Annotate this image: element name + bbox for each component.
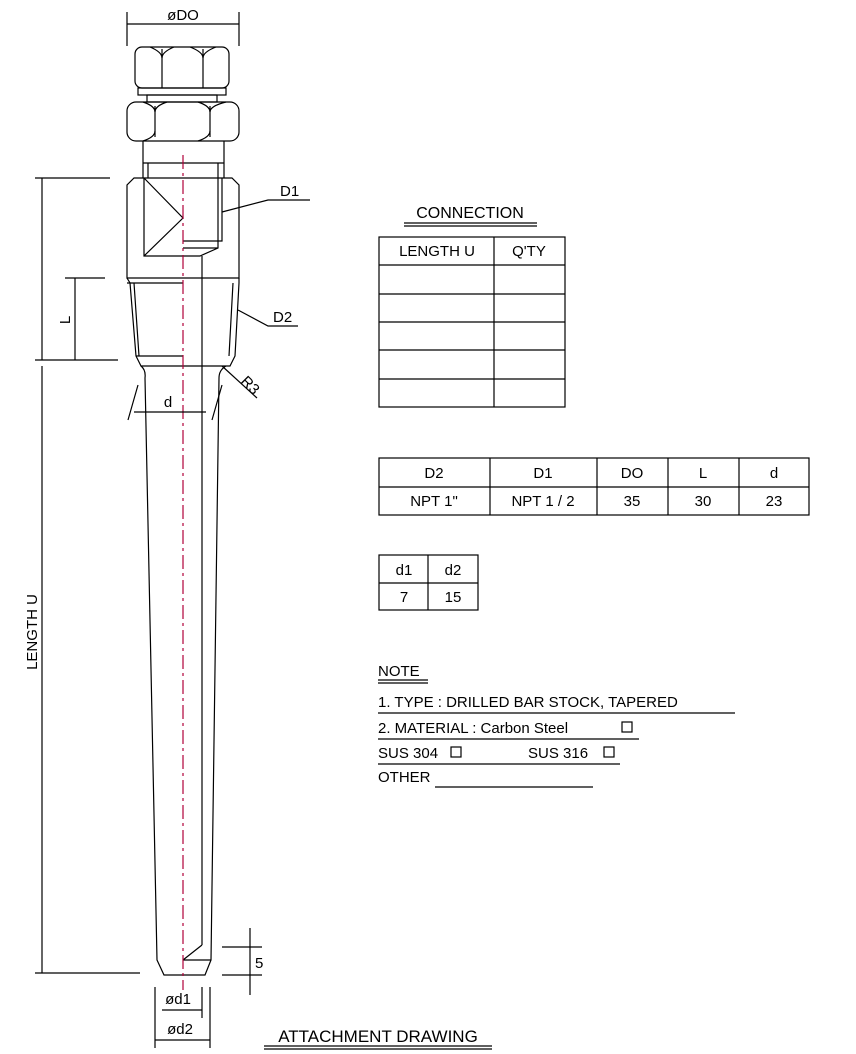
d1-leader-label: D1: [280, 183, 299, 200]
bore-value-d1: 7: [400, 589, 408, 606]
spec-header-d: d: [770, 465, 778, 482]
spec-header-do: DO: [621, 465, 644, 482]
spec-header-d1: D1: [533, 465, 552, 482]
note-type: 1. TYPE : DRILLED BAR STOCK, TAPERED: [378, 694, 678, 711]
length-dimensions: L LENGTH U: [24, 177, 140, 974]
l-label: L: [57, 316, 74, 324]
tip-dimensions: 5 ød1 ød2: [154, 928, 263, 1048]
d2-leader-label: D2: [273, 309, 292, 326]
spec-value-do: 35: [624, 493, 641, 510]
body: [126, 177, 240, 976]
tip-length-label: 5: [255, 955, 263, 972]
drawing-title: ATTACHMENT DRAWING: [278, 1027, 478, 1046]
length-u-label: LENGTH U: [24, 594, 41, 670]
spec-value-d1: NPT 1 / 2: [511, 493, 574, 510]
sus316-checkbox[interactable]: [603, 746, 615, 758]
note-title: NOTE: [378, 663, 420, 680]
connection-header-qty: Q'TY: [512, 243, 546, 260]
do-dimension: øDO: [126, 7, 240, 46]
spec-header-d2: D2: [424, 465, 443, 482]
connection-table: CONNECTION LENGTH U Q'TY: [378, 205, 566, 408]
spec-value-d2: NPT 1": [410, 493, 458, 510]
sus304-checkbox[interactable]: [450, 746, 462, 758]
other-label: OTHER: [378, 769, 431, 786]
r3-label: R3: [237, 373, 263, 399]
bore-header-d1: d1: [396, 562, 413, 579]
connection-header-length: LENGTH U: [399, 243, 475, 260]
note-material: 2. MATERIAL : Carbon Steel: [378, 720, 568, 737]
carbon-steel-checkbox[interactable]: [621, 721, 633, 733]
spec-header-l: L: [699, 465, 707, 482]
sus304-label: SUS 304: [378, 745, 438, 762]
spec-table: D2 D1 DO L d NPT 1" NPT 1 / 2 35 30 23: [378, 457, 810, 516]
bore-header-d2: d2: [445, 562, 462, 579]
lower-hex: [126, 101, 240, 178]
od2-label: ød2: [167, 1021, 193, 1038]
bore-value-d2: 15: [445, 589, 462, 606]
bore-table: d1 d2 7 15: [378, 554, 479, 611]
notes: NOTE 1. TYPE : DRILLED BAR STOCK, TAPERE…: [378, 663, 735, 788]
sus316-label: SUS 316: [528, 745, 588, 762]
spec-value-d: 23: [766, 493, 783, 510]
do-label: øDO: [167, 7, 199, 24]
top-hex-nut: [134, 46, 230, 103]
spec-value-l: 30: [695, 493, 712, 510]
connection-title: CONNECTION: [416, 205, 524, 222]
d-label: d: [164, 394, 172, 411]
od1-label: ød1: [165, 991, 191, 1008]
